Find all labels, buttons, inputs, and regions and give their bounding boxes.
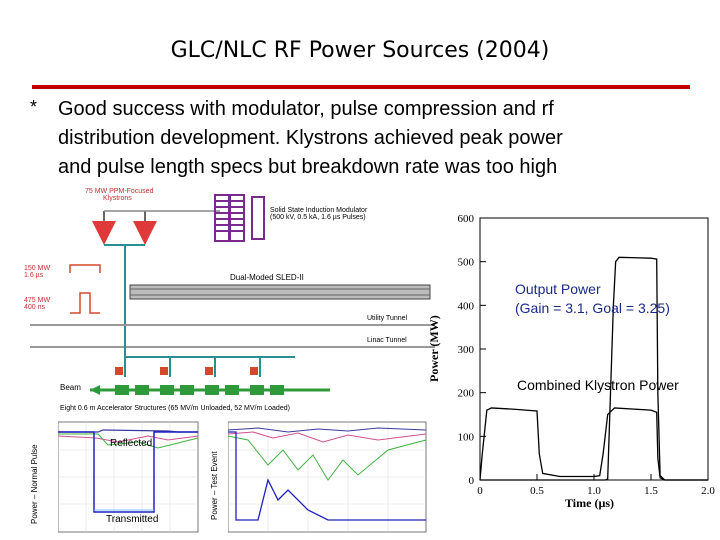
output-power-label: Output Power (Gain = 3.1, Goal = 3.25)	[515, 280, 670, 318]
x-tick-label: 2.0	[701, 485, 715, 497]
klystron-1	[92, 221, 116, 245]
pulse-1-power: 150 MW	[24, 265, 51, 272]
structures-label: Eight 0.6 m Accelerator Structures (65 M…	[60, 405, 290, 412]
klystron-2	[133, 221, 157, 245]
power-chart-xlabel: Time (µs)	[565, 496, 615, 510]
modulator-coils	[214, 194, 245, 242]
bullet-line-1: Good success with modulator, pulse compr…	[58, 98, 554, 120]
bullet-line-3: and pulse length specs but breakdown rat…	[58, 156, 558, 178]
modulator-label: Solid State Induction Modulator (500 kV,…	[270, 207, 367, 221]
pulse-2-label: 475 MW 400 ns	[24, 297, 50, 311]
y-tick-label: 300	[458, 344, 475, 356]
scope-normal-pulse: Power – Normal Pulse Reflected Transmitt…	[30, 420, 218, 535]
sled-label: Dual-Moded SLED-II	[230, 273, 304, 282]
scope-right-ylabel: Power – Test Event	[210, 451, 219, 520]
accelerator-structures	[115, 385, 284, 395]
output-power-label-line-2: (Gain = 3.1, Goal = 3.25)	[515, 300, 670, 316]
klystrons-label-line-2: Klystrons	[103, 195, 132, 202]
y-tick-label: 200	[458, 388, 475, 400]
x-tick-label: 1.5	[644, 485, 658, 497]
x-tick-label: 0.5	[530, 485, 544, 497]
schematic-drawing	[30, 194, 435, 395]
output-power-label-line-1: Output Power	[515, 281, 601, 297]
modulator-label-line-2: (500 kV, 0.5 kA, 1.6 µs Pulses)	[270, 214, 366, 221]
rf-loads	[115, 367, 258, 375]
pulse-2-length: 400 ns	[24, 304, 46, 311]
utility-tunnel-label: Utility Tunnel	[367, 315, 408, 322]
klystrons-label: 75 MW PPM-Focused Klystrons	[85, 188, 153, 202]
y-tick-label: 0	[469, 475, 475, 487]
plot-frame	[479, 217, 709, 481]
output-power-trace	[480, 256, 708, 481]
modulator-label-line-1: Solid State Induction Modulator	[270, 207, 368, 214]
beam-label: Beam	[60, 383, 81, 392]
y-tick-label: 600	[458, 213, 475, 225]
reflected-label: Reflected	[110, 438, 153, 449]
scope-test-event: Power – Test Event	[210, 420, 430, 535]
bullet-marker: *	[30, 97, 38, 117]
combined-klystron-label: Combined Klystron Power	[517, 377, 679, 393]
y-tick-label: 100	[458, 431, 475, 443]
x-tick-label: 1.0	[587, 485, 601, 497]
slide-title: GLC/NLC RF Power Sources (2004)	[170, 38, 550, 63]
scope-left-ylabel: Power – Normal Pulse	[30, 444, 39, 524]
y-tick-label: 400	[458, 300, 475, 312]
pulse-1-length: 1.6 µs	[24, 272, 44, 279]
sled-delay-line	[129, 284, 431, 300]
x-tick-label: 0	[477, 485, 483, 497]
bullet-text: Good success with modulator, pulse compr…	[58, 95, 698, 182]
transmitted-label: Transmitted	[106, 514, 159, 525]
pulse-1-label: 150 MW 1.6 µs	[24, 265, 50, 279]
scope-left-trace	[58, 421, 199, 533]
bullet-line-2: distribution development. Klystrons achi…	[58, 127, 563, 149]
power-chart-ylabel: Power (MW)	[427, 315, 441, 382]
combined-klystron-trace	[479, 407, 708, 481]
pulse-2-power: 475 MW	[24, 297, 51, 304]
rf-system-schematic: 75 MW PPM-Focused Klystrons Solid State …	[24, 185, 435, 415]
linac-tunnel-label: Linac Tunnel	[367, 337, 407, 344]
y-tick-label: 500	[458, 257, 475, 269]
klystrons-label-line-1: 75 MW PPM-Focused	[85, 188, 154, 195]
power-chart-svg: 600 500 400 300 200 100 00 0.5 1.0 1.5 2.0	[458, 213, 716, 497]
scope-right-trace	[228, 421, 427, 533]
title-underline	[32, 85, 690, 89]
